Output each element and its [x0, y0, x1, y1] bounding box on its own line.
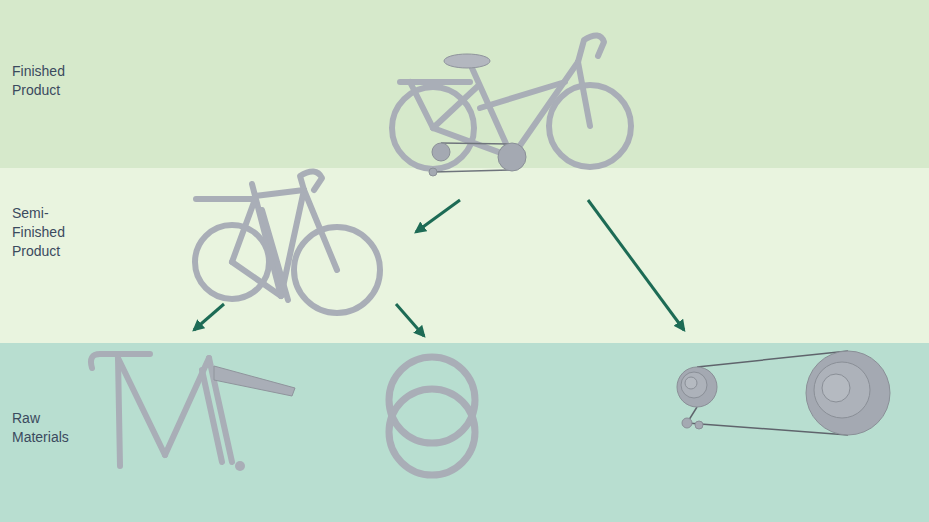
band-label: Semi- Finished Product — [12, 204, 86, 261]
wheel-parts — [389, 357, 475, 475]
band-label: Raw Materials — [12, 409, 86, 447]
level-band: Finished Product — [0, 0, 929, 168]
band-label: Finished Product — [12, 62, 86, 100]
band-ground — [0, 0, 929, 168]
semi-finished-bicycle — [195, 171, 380, 313]
drivetrain-parts — [677, 351, 890, 435]
frame-parts — [91, 354, 232, 466]
band-ground — [0, 168, 929, 343]
level-band: Semi- Finished Product — [0, 168, 929, 343]
band-ground — [0, 343, 929, 522]
breakdown-arrow — [194, 200, 684, 336]
level-band: Raw Materials — [0, 343, 929, 522]
